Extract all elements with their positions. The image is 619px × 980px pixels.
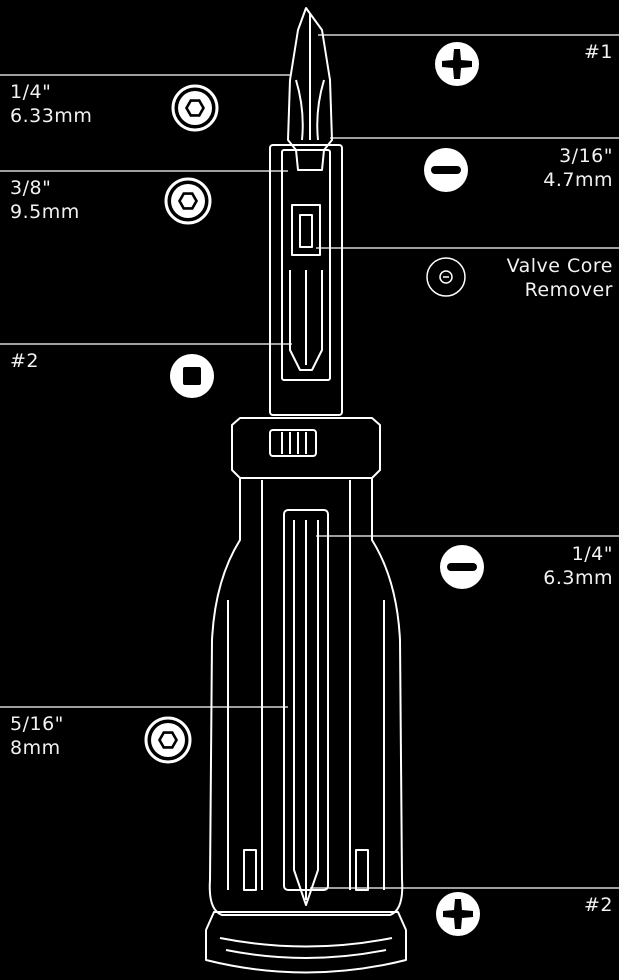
handle-clip-right (355, 849, 369, 891)
square-drive-icon (170, 354, 214, 398)
label-line: #2 (583, 894, 613, 916)
callout-slot-1-4 (316, 535, 619, 589)
phillips-icon (436, 892, 480, 936)
label-line: 8mm (10, 737, 61, 759)
shaft-outer (269, 144, 343, 416)
label-line: 1/4" (10, 81, 52, 103)
callout-layer (0, 34, 619, 936)
label-line: Valve Core (506, 255, 613, 277)
phillips-icon (435, 42, 479, 86)
label-slot-3-16: 3/16"4.7mm (543, 144, 613, 192)
hex-icon (171, 84, 219, 132)
label-line: 6.33mm (10, 105, 93, 127)
collar-screw-thread (281, 432, 307, 454)
label-line: 5/16" (10, 713, 64, 735)
label-line: #1 (583, 41, 613, 63)
lower-shaft-bit (289, 270, 323, 371)
label-line: 4.7mm (543, 169, 613, 191)
valve-core-icon (426, 257, 466, 297)
callout-square-2 (0, 343, 292, 398)
valve-core-slot (299, 214, 313, 248)
label-square-2: #2 (10, 349, 39, 373)
handle-collar (231, 417, 381, 479)
top-bit-tip (287, 7, 333, 171)
label-phillips-2: #2 (584, 893, 613, 917)
label-hex-1-4: 1/4"6.33mm (10, 80, 92, 128)
lower-bit-shaft (293, 520, 319, 906)
callout-hex-5-16 (0, 706, 288, 764)
label-line: 3/8" (10, 177, 52, 199)
handle-clip-left (243, 849, 257, 891)
callout-phillips-2 (310, 887, 619, 936)
handle-base-cap (205, 911, 407, 974)
handle-body (208, 478, 404, 916)
label-hex-5-16: 5/16"8mm (10, 712, 64, 760)
label-hex-3-8: 3/8"9.5mm (10, 176, 80, 224)
shaft-inner (281, 149, 331, 381)
callout-hex-1-4 (0, 74, 290, 132)
label-slot-1-4: 1/4"6.3mm (543, 542, 613, 590)
callout-phillips-1 (318, 34, 619, 86)
label-line: 1/4" (571, 543, 613, 565)
top-bit-flute (295, 79, 325, 141)
collar-screw (269, 429, 317, 457)
slotted-icon (424, 148, 468, 192)
label-line: 9.5mm (10, 201, 80, 223)
label-line: 6.3mm (543, 567, 613, 589)
label-line: #2 (10, 350, 40, 372)
slotted-icon (440, 545, 484, 589)
handle-inner-wall (227, 480, 385, 890)
label-phillips-1: #1 (584, 40, 613, 64)
label-line: Remover (524, 279, 613, 301)
screwdriver-drawing (205, 7, 407, 974)
callout-valve-core (316, 247, 619, 297)
hex-icon (144, 716, 192, 764)
label-line: 3/16" (559, 145, 613, 167)
hex-icon (164, 177, 212, 225)
callout-slot-3-16 (330, 137, 619, 192)
valve-core-insert (291, 204, 321, 256)
base-cap-ridges (219, 937, 393, 959)
callout-hex-3-8 (0, 170, 288, 225)
